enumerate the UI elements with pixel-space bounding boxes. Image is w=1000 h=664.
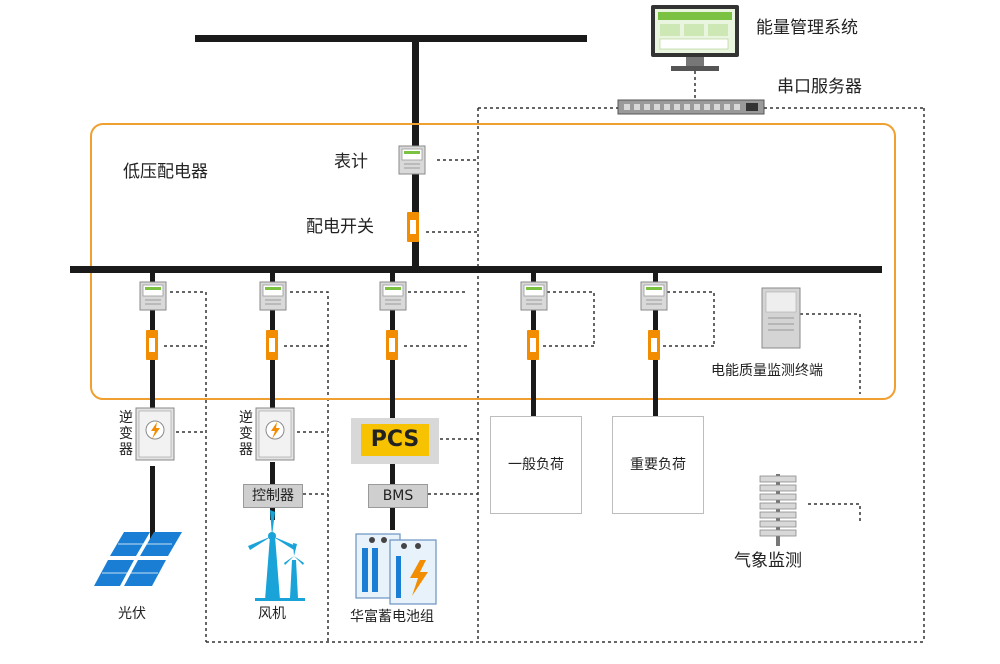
power-quality-terminal-icon [761, 287, 801, 349]
solar-panel-icon [94, 532, 182, 586]
bms-label: BMS [382, 488, 414, 504]
branch-breaker-icon [648, 330, 660, 360]
main-meter-icon [398, 145, 426, 175]
controller-label: 控制器 [252, 488, 294, 504]
top-busbar [195, 35, 587, 42]
serial-server-icon [617, 99, 765, 115]
low-voltage-panel-label: 低压配电器 [123, 162, 208, 182]
breaker-label: 配电开关 [306, 217, 374, 237]
important-load-box: 重要负荷 [612, 416, 704, 514]
branch-meter-icon [520, 281, 548, 311]
serial-server-label: 串口服务器 [777, 77, 862, 97]
branch-meter-icon [139, 281, 167, 311]
wind-inverter-label: 逆变器 [239, 410, 253, 458]
branch-meter-icon [640, 281, 668, 311]
general-load-box: 一般负荷 [490, 416, 582, 514]
low-voltage-panel-frame [90, 123, 896, 400]
ems-label: 能量管理系统 [756, 18, 858, 38]
pv-label: 光伏 [118, 606, 146, 622]
main-breaker-icon [407, 212, 419, 242]
important-load-label: 重要负荷 [630, 457, 686, 473]
controller-box: 控制器 [243, 484, 303, 508]
weather-label: 气象监测 [734, 551, 802, 571]
pcs-label: PCS [361, 424, 429, 456]
branch-breaker-icon [266, 330, 278, 360]
meter-label: 表计 [334, 152, 368, 172]
battery-bank-icon [355, 533, 437, 605]
general-load-label: 一般负荷 [508, 457, 564, 473]
branch-meter-icon [379, 281, 407, 311]
battery-label: 华富蓄电池组 [350, 609, 434, 625]
ems-monitor-icon [651, 5, 739, 71]
pq-terminal-label: 电能质量监测终端 [711, 363, 823, 379]
branch-meter-icon [259, 281, 287, 311]
branch-breaker-icon [527, 330, 539, 360]
wind-inverter-icon [255, 407, 295, 461]
branch-breaker-icon [146, 330, 158, 360]
pv-inverter-label: 逆变器 [119, 410, 133, 458]
communication-lines [164, 107, 925, 643]
branch-breaker-icon [386, 330, 398, 360]
pv-inverter-icon [135, 407, 175, 461]
wind-label: 风机 [258, 606, 286, 622]
weather-station-icon [759, 474, 797, 546]
wind-turbine-icon [248, 510, 305, 601]
main-busbar [70, 266, 882, 273]
pcs-unit: PCS [351, 418, 439, 464]
bms-box: BMS [368, 484, 428, 508]
